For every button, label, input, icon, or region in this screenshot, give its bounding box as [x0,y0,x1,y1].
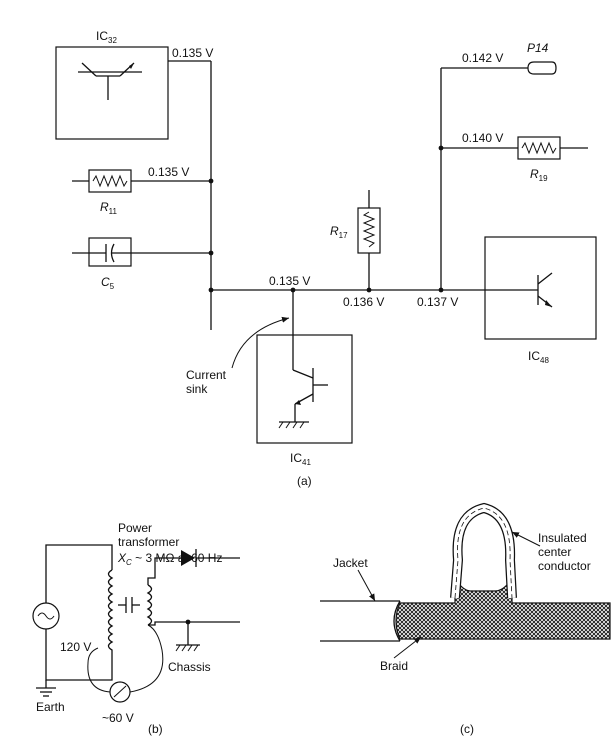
braid-label: Braid [380,659,408,673]
voltage-137: 0.137 V [417,295,458,309]
primary-coil-icon [107,569,114,655]
earth-label: Earth [36,700,65,714]
conductor-label-3: conductor [538,559,591,573]
caption-c: (c) [460,722,474,736]
svg-text:IC41: IC41 [290,451,311,467]
c5-capacitor: C5 [72,237,211,291]
ic41-sub: 41 [302,458,311,467]
c5-label: C [101,275,110,289]
ic48-transistor-icon [537,272,553,308]
ic41-ground-icon [278,421,309,429]
voltage-142: 0.142 V [462,51,503,65]
r11-sub: 11 [109,207,118,216]
svg-text:IC48: IC48 [528,349,549,365]
primary-circuit: 120 V [32,544,114,681]
chassis-ground-icon [175,619,200,652]
svg-text:XC ~ 3 MΩ at 60 Hz: XC ~ 3 MΩ at 60 Hz [117,551,222,567]
xc-sub: C [126,558,132,567]
jacket-label: Jacket [333,556,368,570]
current-sink-label-2: sink [186,382,208,396]
voltage-136: 0.136 V [343,295,384,309]
voltage-140: 0.140 V [462,131,503,145]
p14-label: P14 [527,41,549,55]
ic48-block: IC48 [484,236,597,365]
ic48-label: IC [528,349,540,363]
diode-icon [181,549,240,567]
r19-label: R [530,167,539,181]
svg-text:R19: R19 [530,167,548,183]
r19-sub: 19 [539,174,548,183]
ic41-block: IC41 [256,290,353,467]
svg-text:C5: C5 [101,275,115,291]
voltage-bus: 0.135 V [269,274,310,288]
voltage-ic32: 0.135 V [172,46,213,60]
ic32-label: IC [96,29,108,43]
r19-resistor: R19 [517,136,588,183]
r17-resistor: R17 [330,190,381,290]
r17-sub: 17 [339,231,348,240]
chassis-label: Chassis [168,660,211,674]
secondary-coil-icon [146,584,153,626]
svg-text:IC32: IC32 [96,29,117,45]
svg-text:R11: R11 [100,200,118,216]
current-sink-label-1: Current [186,368,227,382]
coax-cable-icon [320,502,611,642]
jacket-arrow [357,569,376,602]
ic41-transistor-icon [292,368,328,422]
ic32-sub: 32 [108,36,117,45]
ic32-block: IC32 [55,29,169,140]
ac-source-icon [37,612,55,620]
ic48-sub: 48 [540,356,549,365]
caption-b: (b) [148,722,163,736]
transformer-title-1: Power [118,521,152,535]
xc-label: X [117,551,127,565]
voltmeter-icon [87,624,164,703]
conductor-label-2: center [538,545,571,559]
r11-label: R [100,200,109,214]
ic32-transistor-icon [78,62,142,100]
r17-label: R [330,224,339,238]
conductor-arrow [511,531,541,547]
coupling-capacitor-icon [118,597,140,613]
braid-arrow [393,636,422,659]
source-voltage: 120 V [60,640,91,654]
earth-ground-icon [36,680,56,697]
meter-label: ~60 V [102,711,134,725]
transformer-title-2: transformer [118,535,179,549]
voltage-r11: 0.135 V [148,165,189,179]
caption-a: (a) [297,474,312,488]
c5-sub: 5 [110,282,115,291]
ic41-label: IC [290,451,302,465]
current-sink-arrow [231,316,290,369]
svg-text:R17: R17 [330,224,348,240]
p14-test-point: P14 [527,41,557,75]
r11-resistor: R11 [72,169,211,216]
conductor-label-1: Insulated [538,531,587,545]
